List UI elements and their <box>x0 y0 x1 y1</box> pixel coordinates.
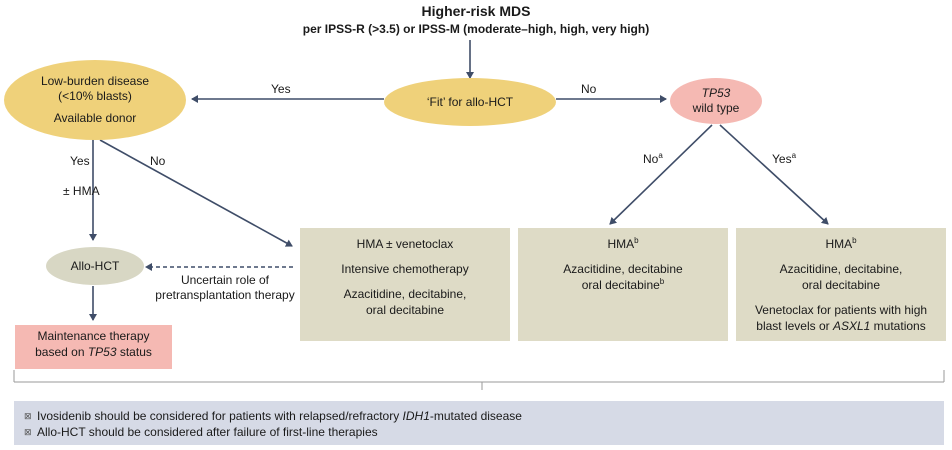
arrow-tp53-to-box2 <box>609 124 713 225</box>
low-burden-node: Low-burden disease (<10% blasts) Availab… <box>4 60 186 140</box>
edge-label-hma-optional: ± HMA <box>63 184 100 198</box>
tp53-gene: TP53 <box>701 86 731 100</box>
box3-line5: blast levels or ASXL1 mutations <box>756 319 926 333</box>
edge-label-no-a: Noa <box>643 151 663 167</box>
arrow-lowburden-to-box1 <box>99 139 293 247</box>
edge-label-yes-down: Yes <box>70 154 90 168</box>
fit-label: ‘Fit’ for allo-HCT <box>426 94 514 109</box>
treatment-box-1: HMA ± venetoclax Intensive chemotherapy … <box>300 228 510 341</box>
pill-icon: ⊠ <box>24 427 32 437</box>
box1-line1: HMA ± venetoclax <box>356 237 454 251</box>
uncertain-role-label: Uncertain role of pretransplantation the… <box>155 273 295 302</box>
box2-line3: oral decitabineb <box>581 277 665 293</box>
box2-head: HMAb <box>607 236 639 252</box>
fit-for-allohct-node: ‘Fit’ for allo-HCT <box>384 78 556 126</box>
box3-line4: Venetoclax for patients with high <box>754 303 928 317</box>
box3-line3: oral decitabine <box>801 278 881 292</box>
low-burden-line2: (<10% blasts) <box>58 89 132 103</box>
note-allohct: ⊠ Allo-HCT should be considered after fa… <box>24 425 378 439</box>
allohct-node: Allo-HCT <box>46 247 144 285</box>
maintenance-box: Maintenance therapy based on TP53 status <box>15 325 172 369</box>
box2-line2: Azacitidine, decitabine <box>563 262 683 276</box>
low-burden-line1: Low-burden disease <box>40 74 150 88</box>
edge-label-no-right: No <box>581 82 597 96</box>
edge-label-yes-left: Yes <box>271 82 291 96</box>
box3-line2: Azacitidine, decitabine, <box>779 262 903 276</box>
box1-line3: Azacitidine, decitabine, <box>343 287 467 301</box>
maintenance-line1: Maintenance therapy <box>37 329 150 343</box>
diagram-title: Higher-risk MDS <box>421 3 531 19</box>
low-burden-line3: Available donor <box>53 111 137 125</box>
tp53-node: TP53 wild type <box>670 78 762 124</box>
edge-label-yes-a: Yesa <box>772 151 797 167</box>
box1-line4: oral decitabine <box>365 303 445 317</box>
tp53-status: wild type <box>692 101 740 115</box>
bracket <box>13 370 945 390</box>
note-ivosidenib: ⊠ Ivosidenib should be considered for pa… <box>24 409 522 423</box>
treatment-box-2: HMAb Azacitidine, decitabine oral decita… <box>518 228 728 341</box>
notes-panel: ⊠ Ivosidenib should be considered for pa… <box>14 401 944 445</box>
diagram-subtitle: per IPSS-R (>3.5) or IPSS-M (moderate–hi… <box>302 22 650 36</box>
box3-head: HMAb <box>825 236 857 252</box>
arrow-tp53-to-box3 <box>719 124 829 225</box>
treatment-box-3: HMAb Azacitidine, decitabine, oral decit… <box>736 228 946 341</box>
edge-label-no-diag: No <box>150 154 166 168</box>
maintenance-line2: based on TP53 status <box>35 345 152 359</box>
allohct-label: Allo-HCT <box>70 258 120 273</box>
pill-icon: ⊠ <box>24 411 32 421</box>
box1-line2: Intensive chemotherapy <box>341 262 469 276</box>
